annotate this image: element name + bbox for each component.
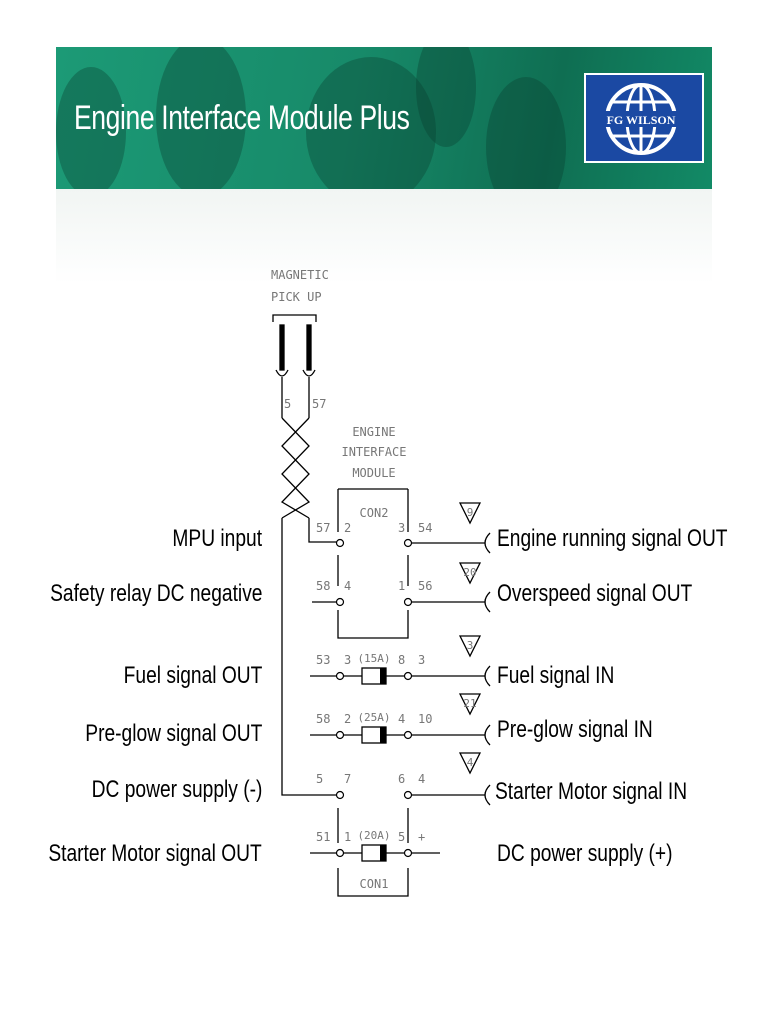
- right-pin-number: 8: [398, 653, 405, 667]
- right-pin-number: 4: [398, 712, 405, 726]
- banner-shadow: [56, 189, 712, 284]
- pickup-label-1: MAGNETIC: [271, 268, 329, 282]
- fuse-rating-1: (15A): [357, 652, 390, 665]
- left-pin-number: 7: [344, 772, 351, 786]
- right-wire-number: 54: [418, 521, 432, 535]
- right-label-starter-in: Starter Motor signal IN: [495, 778, 688, 805]
- left-label-mpu-input: MPU input: [172, 525, 262, 552]
- connector-con2: CON2: [360, 506, 389, 520]
- left-wire-number: 5: [316, 772, 323, 786]
- right-label-dc-positive: DC power supply (+): [497, 840, 673, 867]
- left-wire-number: 53: [316, 653, 330, 667]
- left-pin-number: 2: [344, 521, 351, 535]
- right-pin-number: 6: [398, 772, 405, 786]
- page-title: Engine Interface Module Plus: [74, 99, 410, 137]
- fuse-rating-3: (20A): [357, 829, 390, 842]
- left-label-dc-negative: DC power supply (-): [91, 776, 262, 803]
- left-label-starter-out: Starter Motor signal OUT: [48, 840, 262, 867]
- module-label-2: INTERFACE: [341, 445, 406, 459]
- marker-1: 9: [467, 506, 474, 519]
- right-label-pre-glow-in: Pre-glow signal IN: [497, 716, 653, 743]
- marker-2: 20: [463, 566, 476, 579]
- module-label-1: ENGINE: [352, 425, 395, 439]
- logo-text: FG WILSON: [607, 113, 676, 127]
- left-wire-number: 57: [316, 521, 330, 535]
- connector-con1: CON1: [360, 877, 389, 891]
- marker-3: 3: [467, 639, 474, 652]
- left-label-fuel-signal-out: Fuel signal OUT: [123, 662, 262, 689]
- globe-icon: FG WILSON: [605, 83, 677, 155]
- right-wire-number: 10: [418, 712, 432, 726]
- right-wire-number: 3: [418, 653, 425, 667]
- fuse-icon: [361, 667, 387, 862]
- right-wire-number: +: [418, 830, 425, 844]
- right-pin-number: 1: [398, 579, 405, 593]
- right-pin-number: 3: [398, 521, 405, 535]
- right-label-engine-running: Engine running signal OUT: [497, 525, 728, 552]
- right-label-fuel-signal-in: Fuel signal IN: [497, 662, 615, 689]
- fuse-rating-2: (25A): [357, 711, 390, 724]
- left-wire-number: 58: [316, 579, 330, 593]
- module-label-3: MODULE: [352, 466, 395, 480]
- right-label-overspeed: Overspeed signal OUT: [497, 580, 693, 607]
- right-wire-number: 56: [418, 579, 432, 593]
- right-pin-number: 5: [398, 830, 405, 844]
- marker-4: 21: [463, 697, 476, 710]
- left-label-pre-glow-out: Pre-glow signal OUT: [84, 720, 262, 747]
- left-wire-number: 58: [316, 712, 330, 726]
- marker-5: 4: [467, 756, 474, 769]
- left-label-safety-relay: Safety relay DC negative: [49, 580, 262, 607]
- header-banner: Engine Interface Module Plus FG WILSON: [56, 47, 712, 189]
- left-pin-number: 3: [344, 653, 351, 667]
- pickup-pin-2: 57: [312, 397, 326, 411]
- left-wire-number: 51: [316, 830, 330, 844]
- left-pin-number: 4: [344, 579, 351, 593]
- pickup-pin-1: 5: [284, 397, 291, 411]
- brand-logo: FG WILSON: [584, 73, 704, 163]
- left-pin-number: 2: [344, 712, 351, 726]
- left-pin-number: 1: [344, 830, 351, 844]
- right-wire-number: 4: [418, 772, 425, 786]
- pickup-label-2: PICK UP: [271, 290, 322, 304]
